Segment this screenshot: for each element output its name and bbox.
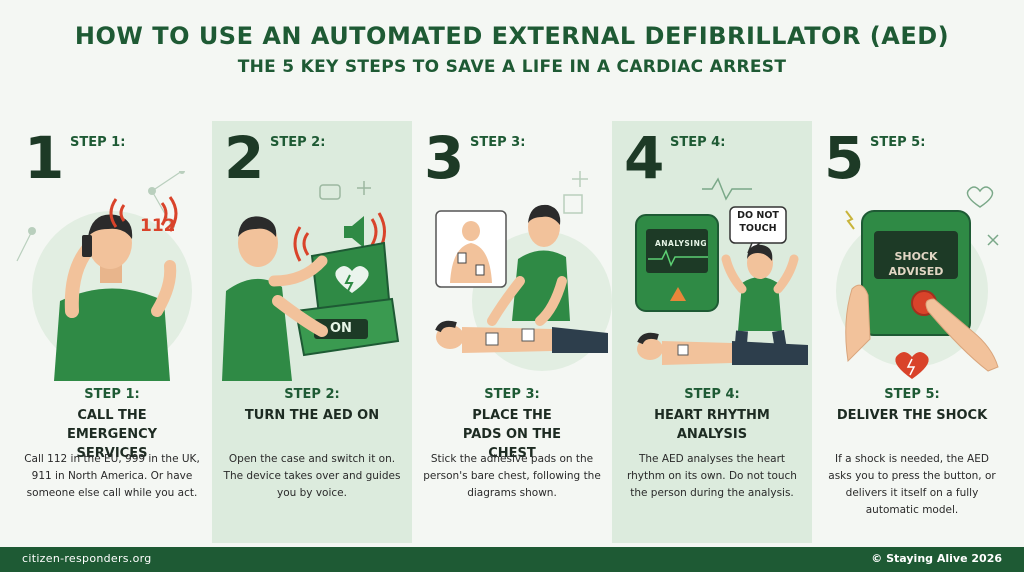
- step-4-heading: HEART RHYTHM ANALYSIS: [654, 408, 770, 442]
- shock-advised-screen-text: SHOCK ADVISED: [888, 250, 944, 278]
- step-1-description: Call 112 in the EU, 999 in the UK, 911 i…: [24, 453, 200, 499]
- step-2-number: 2: [224, 124, 265, 192]
- step-1-label: STEP 1:: [84, 387, 140, 402]
- page-title: HOW TO USE AN AUTOMATED EXTERNAL DEFIBRI…: [74, 22, 950, 50]
- step-2-tag: STEP 2:: [270, 135, 326, 150]
- page-subtitle: THE 5 KEY STEPS TO SAVE A LIFE IN A CARD…: [237, 57, 787, 77]
- steps-container: 1 STEP 1:: [12, 121, 1012, 543]
- step-3-card: 3 STEP 3:: [412, 121, 612, 543]
- aed-screen-text: ANALYSING: [654, 239, 708, 248]
- do-not-touch-bubble: DO NOT TOUCH: [737, 210, 779, 234]
- step-4-description: The AED analyses the heart rhythm on its…: [627, 453, 797, 499]
- step-5-label: STEP 5:: [884, 387, 940, 402]
- step-4-card: 4 STEP 4:: [612, 121, 812, 543]
- step-5-illustration: [812, 171, 1012, 381]
- step-3-label: STEP 3:: [484, 387, 540, 402]
- step-3-number: 3: [424, 124, 465, 192]
- footer-copyright: © Staying Alive 2026: [871, 552, 1002, 565]
- step-2-card: 2 STEP 2:: [212, 121, 412, 543]
- step-1-heading: CALL THE EMERGENCY SERVICES: [66, 408, 158, 461]
- footer-bar: citizen-responders.org © Staying Alive 2…: [0, 547, 1024, 572]
- step-3-illustration: [412, 171, 612, 381]
- step-4-illustration: [612, 171, 812, 381]
- step-3-heading: PLACE THE PADS ON THE CHEST: [462, 408, 562, 461]
- step-3-description: Stick the adhesive pads on the person's …: [423, 453, 601, 499]
- call-number-callout: 112: [140, 216, 176, 236]
- step-4-number: 4: [624, 124, 665, 192]
- step-5-tag: STEP 5:: [870, 135, 926, 150]
- step-2-heading: TURN THE AED ON: [244, 408, 380, 423]
- step-1-number: 1: [24, 124, 65, 192]
- step-3-tag: STEP 3:: [470, 135, 526, 150]
- step-4-tag: STEP 4:: [670, 135, 726, 150]
- step-5-heading: DELIVER THE SHOCK: [836, 408, 988, 423]
- step-2-illustration: [212, 171, 412, 381]
- step-5-card: 5 STEP 5: SHOCK ADVISED STEP 5: DE: [812, 121, 1012, 543]
- step-2-description: Open the case and switch it on. The devi…: [223, 453, 401, 499]
- aed-on-button-text: ON: [330, 321, 352, 336]
- header: HOW TO USE AN AUTOMATED EXTERNAL DEFIBRI…: [0, 0, 1024, 100]
- step-1-card: 1 STEP 1:: [12, 121, 212, 543]
- step-1-tag: STEP 1:: [70, 135, 126, 150]
- step-5-description: If a shock is needed, the AED asks you t…: [828, 453, 996, 516]
- step-4-label: STEP 4:: [684, 387, 740, 402]
- footer-website: citizen-responders.org: [22, 552, 152, 565]
- step-1-illustration: [12, 171, 212, 381]
- step-2-label: STEP 2:: [284, 387, 340, 402]
- step-5-number: 5: [824, 124, 865, 192]
